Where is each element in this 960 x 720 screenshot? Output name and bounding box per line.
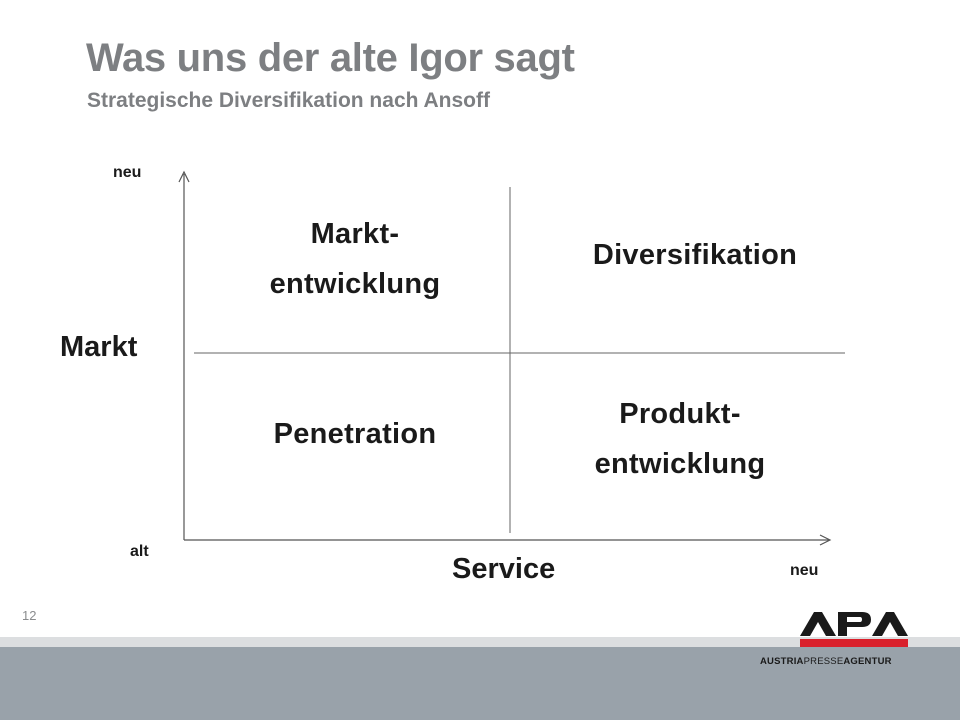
quadrant-market-development-line1: Markt- bbox=[310, 218, 400, 250]
footer-band bbox=[0, 647, 960, 720]
x-axis-high-label: neu bbox=[790, 562, 819, 579]
y-axis-high-label: neu bbox=[113, 164, 142, 181]
quadrant-market-development-line2: entwicklung bbox=[269, 268, 441, 300]
x-axis-title: Service bbox=[452, 553, 556, 585]
quadrant-diversification-line1: Diversifikation bbox=[592, 239, 798, 271]
apa-logo: AUSTRIAPRESSEAGENTUR bbox=[760, 612, 908, 667]
quadrant-product-development-line2: entwicklung bbox=[594, 448, 766, 480]
y-axis-arrowhead bbox=[178, 170, 190, 183]
quadrant-diversification: Diversifikation bbox=[540, 230, 850, 280]
page-number: 12 bbox=[22, 608, 37, 623]
quadrant-penetration: Penetration bbox=[200, 409, 510, 459]
slide-title: Was uns der alte Igor sagt bbox=[86, 36, 575, 80]
quadrant-penetration-line1: Penetration bbox=[273, 418, 437, 450]
quadrant-product-development: Produkt- entwicklung bbox=[525, 389, 835, 489]
y-axis-title: Markt bbox=[60, 331, 138, 363]
x-axis-arrowhead bbox=[819, 534, 832, 546]
slide-subtitle: Strategische Diversifikation nach Ansoff bbox=[87, 89, 490, 112]
y-axis-low-label: alt bbox=[130, 543, 149, 560]
quadrant-market-development: Markt- entwicklung bbox=[200, 209, 510, 309]
footer-divider bbox=[0, 637, 960, 647]
svg-text:AUSTRIAPRESSEAGENTUR: AUSTRIAPRESSEAGENTUR bbox=[760, 656, 892, 667]
quadrant-product-development-line1: Produkt- bbox=[619, 398, 741, 430]
